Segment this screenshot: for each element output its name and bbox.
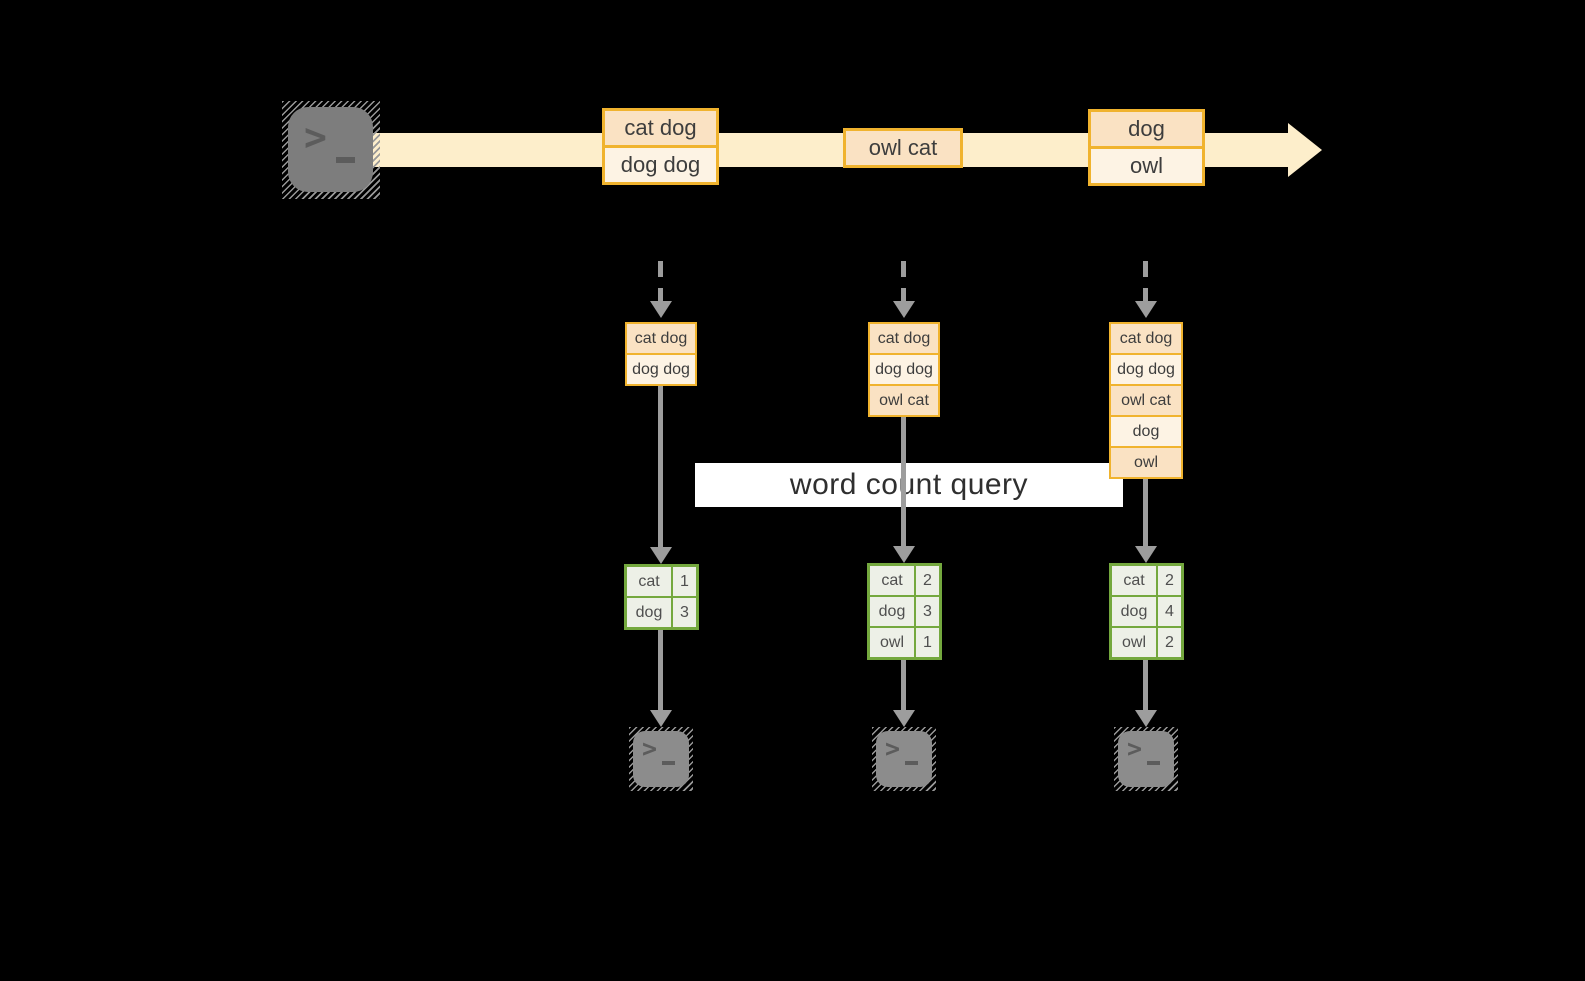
- word-count-table-t3: cat 2 dog 4 owl 2: [1109, 563, 1184, 660]
- batch-row: cat dog: [605, 111, 716, 145]
- count-value-cell: 3: [673, 598, 696, 627]
- prompt-cursor-icon: [1147, 761, 1160, 765]
- state-row: cat dog: [627, 324, 695, 353]
- state-row: owl: [1111, 448, 1181, 477]
- arrowhead-icon: [1135, 710, 1157, 727]
- count-value-cell: 1: [673, 567, 696, 596]
- input-stream-arrowhead-icon: [1288, 123, 1322, 177]
- result-to-sink-connector: [658, 630, 663, 710]
- arrowhead-icon: [650, 547, 672, 564]
- batch-row: dog dog: [605, 148, 716, 182]
- state-to-result-connector: [658, 386, 663, 547]
- count-word-cell: owl: [1112, 628, 1156, 657]
- terminal-body: >: [633, 731, 689, 787]
- state-row: cat dog: [870, 324, 938, 353]
- arrowhead-icon: [1135, 301, 1157, 318]
- prompt-cursor-icon: [905, 761, 918, 765]
- arrowhead-icon: [893, 301, 915, 318]
- state-row: cat dog: [1111, 324, 1181, 353]
- result-to-sink-connector: [1143, 660, 1148, 710]
- output-sink-terminal-icon: >: [629, 727, 693, 791]
- prompt-cursor-icon: [336, 157, 355, 163]
- count-value-cell: 2: [1158, 566, 1181, 595]
- batch-to-state-dashed-arrow: [658, 261, 663, 301]
- output-sink-terminal-icon: >: [1114, 727, 1178, 791]
- stream-batch-1: cat dog dog dog: [602, 108, 719, 185]
- state-row: dog dog: [627, 355, 695, 384]
- arrowhead-icon: [893, 546, 915, 563]
- result-to-sink-connector: [901, 660, 906, 710]
- batch-row: owl cat: [846, 131, 960, 165]
- terminal-body: >: [1118, 731, 1174, 787]
- state-row: owl cat: [870, 386, 938, 415]
- stream-batch-2: owl cat: [843, 128, 963, 168]
- count-word-cell: dog: [870, 597, 914, 626]
- state-row: owl cat: [1111, 386, 1181, 415]
- query-label-band: word count query: [695, 463, 1123, 507]
- word-count-table-t2: cat 2 dog 3 owl 1: [867, 563, 942, 660]
- stream-source-terminal-icon: >: [282, 101, 380, 199]
- prompt-chevron-icon: >: [885, 734, 901, 763]
- stream-batch-3: dog owl: [1088, 109, 1205, 186]
- accumulated-input-t3: cat dog dog dog owl cat dog owl: [1109, 322, 1183, 479]
- arrowhead-icon: [893, 710, 915, 727]
- batch-to-state-dashed-arrow: [901, 261, 906, 301]
- state-row: dog dog: [1111, 355, 1181, 384]
- terminal-body: >: [288, 107, 373, 192]
- count-word-cell: owl: [870, 628, 914, 657]
- count-word-cell: cat: [870, 566, 914, 595]
- prompt-chevron-icon: >: [304, 115, 327, 159]
- output-sink-terminal-icon: >: [872, 727, 936, 791]
- batch-to-state-dashed-arrow: [1143, 261, 1148, 301]
- accumulated-input-t2: cat dog dog dog owl cat: [868, 322, 940, 417]
- count-value-cell: 3: [916, 597, 939, 626]
- word-count-table-t1: cat 1 dog 3: [624, 564, 699, 630]
- arrowhead-icon: [650, 301, 672, 318]
- terminal-body: >: [876, 731, 932, 787]
- arrowhead-icon: [1135, 546, 1157, 563]
- prompt-chevron-icon: >: [642, 734, 658, 763]
- prompt-chevron-icon: >: [1127, 734, 1143, 763]
- state-to-result-connector: [1143, 479, 1148, 546]
- count-word-cell: cat: [627, 567, 671, 596]
- count-word-cell: cat: [1112, 566, 1156, 595]
- count-value-cell: 1: [916, 628, 939, 657]
- count-value-cell: 4: [1158, 597, 1181, 626]
- count-value-cell: 2: [916, 566, 939, 595]
- accumulated-input-t1: cat dog dog dog: [625, 322, 697, 386]
- batch-row: owl: [1091, 149, 1202, 183]
- state-row: dog: [1111, 417, 1181, 446]
- count-word-cell: dog: [1112, 597, 1156, 626]
- count-value-cell: 2: [1158, 628, 1181, 657]
- arrowhead-icon: [650, 710, 672, 727]
- prompt-cursor-icon: [662, 761, 675, 765]
- count-word-cell: dog: [627, 598, 671, 627]
- state-to-result-connector: [901, 417, 906, 546]
- state-row: dog dog: [870, 355, 938, 384]
- batch-row: dog: [1091, 112, 1202, 146]
